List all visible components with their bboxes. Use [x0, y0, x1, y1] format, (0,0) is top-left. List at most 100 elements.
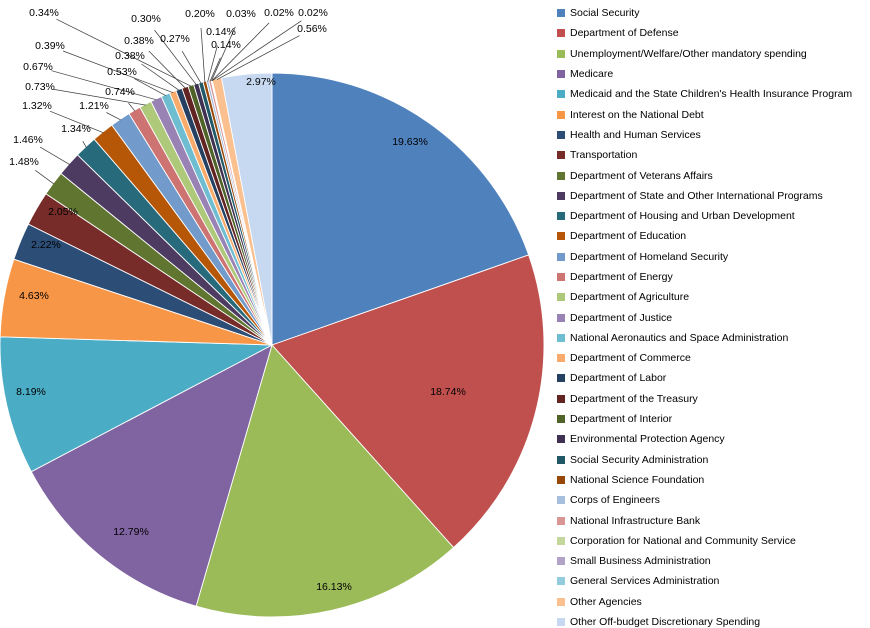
legend-item[interactable]: National Science Foundation	[557, 470, 869, 490]
leader-line	[134, 78, 167, 97]
legend-item[interactable]: Unemployment/Welfare/Other mandatory spe…	[557, 44, 869, 64]
legend-label: National Infrastructure Bank	[570, 514, 701, 527]
legend-swatch	[557, 171, 565, 180]
legend-item[interactable]: General Services Administration	[557, 571, 869, 591]
data-label: 2.22%	[31, 239, 61, 251]
legend-item[interactable]: Department of Interior	[557, 409, 869, 429]
legend-item[interactable]: Environmental Protection Agency	[557, 429, 869, 449]
legend-item[interactable]: Health and Human Services	[557, 125, 869, 145]
legend-swatch	[557, 313, 565, 322]
data-label: 4.63%	[19, 290, 49, 302]
data-label: 0.74%	[105, 86, 135, 98]
data-label: 2.97%	[246, 76, 276, 88]
legend-label: Department of Homeland Security	[570, 250, 729, 263]
leader-line	[141, 63, 180, 91]
legend-item[interactable]: Department of Justice	[557, 307, 869, 327]
leader-line	[62, 50, 174, 94]
legend-swatch	[557, 557, 565, 566]
legend-item[interactable]: Medicare	[557, 64, 869, 84]
legend-swatch	[557, 293, 565, 302]
legend-item[interactable]: Department of Labor	[557, 368, 869, 388]
legend-swatch	[557, 29, 565, 38]
legend-label: National Aeronautics and Space Administr…	[570, 331, 789, 344]
pie-slice[interactable]	[30, 344, 273, 607]
legend-label: Other Agencies	[570, 595, 642, 608]
legend-item[interactable]: Department of Veterans Affairs	[557, 165, 869, 185]
legend-swatch	[557, 536, 565, 545]
legend-swatch	[557, 374, 565, 383]
pie-slice[interactable]	[221, 72, 273, 346]
leader-line	[207, 45, 218, 82]
legend-label: Department of Agriculture	[570, 291, 690, 304]
data-label: 0.39%	[35, 40, 65, 52]
pie-slice[interactable]	[0, 336, 274, 473]
leader-line	[211, 26, 236, 81]
legend-item[interactable]: Corporation for National and Community S…	[557, 531, 869, 551]
legend-swatch	[557, 212, 565, 221]
legend-item[interactable]: Social Security Administration	[557, 450, 869, 470]
legend-item[interactable]: Department of Housing and Urban Developm…	[557, 206, 869, 226]
legend-item[interactable]: National Aeronautics and Space Administr…	[557, 328, 869, 348]
legend-swatch	[557, 151, 565, 160]
legend-label: Department of Commerce	[570, 352, 691, 365]
legend-swatch	[557, 435, 565, 444]
legend-label: Department of Interior	[570, 413, 673, 426]
legend-label: Unemployment/Welfare/Other mandatory spe…	[570, 47, 807, 60]
pie-plot-area: 19.63%18.74%16.13%12.79%8.19%4.63%2.22%2…	[0, 7, 545, 618]
leader-line	[128, 102, 136, 112]
pie-slice[interactable]	[271, 254, 545, 549]
legend-item[interactable]: Social Security	[557, 3, 869, 23]
legend-item[interactable]: Department of the Treasury	[557, 389, 869, 409]
legend-item[interactable]: Corps of Engineers	[557, 490, 869, 510]
legend-item[interactable]: Medicaid and the State Children's Health…	[557, 84, 869, 104]
data-label: 18.74%	[430, 386, 466, 398]
legend-swatch	[557, 333, 565, 342]
leader-line	[106, 112, 122, 121]
legend-swatch	[557, 9, 565, 18]
legend-swatch	[557, 577, 565, 586]
legend-label: Department of Energy	[570, 271, 673, 283]
leader-line	[209, 57, 221, 82]
leader-line	[211, 20, 302, 82]
legend-label: Other Off-budget Discretionary Spending	[570, 616, 761, 628]
legend-label: Medicare	[570, 68, 614, 81]
leader-line	[216, 35, 300, 80]
legend-item[interactable]: National Infrastructure Bank	[557, 510, 869, 530]
data-label: 1.48%	[9, 156, 39, 168]
data-label: 0.67%	[23, 61, 53, 73]
legend-item[interactable]: Interest on the National Debt	[557, 104, 869, 124]
legend-label: Environmental Protection Agency	[570, 433, 725, 446]
legend-label: Department of Education	[570, 230, 687, 243]
leader-line	[39, 146, 70, 165]
pie-slice[interactable]	[195, 344, 455, 618]
legend-swatch	[557, 90, 565, 99]
legend-item[interactable]: Transportation	[557, 145, 869, 165]
legend-label: Department of Veterans Affairs	[570, 169, 713, 182]
data-label: 1.32%	[22, 100, 52, 112]
legend-item[interactable]: Department of Commerce	[557, 348, 869, 368]
legend-item[interactable]: Small Business Administration	[557, 551, 869, 571]
legend-swatch	[557, 496, 565, 505]
legend-swatch	[557, 191, 565, 200]
leader-line	[154, 29, 197, 86]
legend-item[interactable]: Other Off-budget Discretionary Spending	[557, 612, 869, 628]
legend-item[interactable]: Department of Energy	[557, 267, 869, 287]
legend-label: Interest on the National Debt	[570, 108, 704, 121]
legend-swatch	[557, 130, 565, 139]
legend-item[interactable]: Department of Education	[557, 226, 869, 246]
data-label: 2.05%	[48, 206, 78, 218]
legend-item[interactable]: Other Agencies	[557, 592, 869, 612]
data-label: 0.14%	[211, 39, 241, 51]
leader-line	[82, 141, 87, 148]
legend-item[interactable]: Department of Agriculture	[557, 287, 869, 307]
legend-item[interactable]: Department of Defense	[557, 23, 869, 43]
leader-line	[148, 50, 186, 89]
legend-item[interactable]: Department of State and Other Internatio…	[557, 186, 869, 206]
data-label: 0.27%	[160, 33, 190, 45]
data-label: 16.13%	[316, 581, 352, 593]
data-label: 0.56%	[297, 23, 327, 35]
legend-item[interactable]: Department of Homeland Security	[557, 247, 869, 267]
legend-swatch	[557, 455, 565, 464]
legend-swatch	[557, 618, 565, 627]
